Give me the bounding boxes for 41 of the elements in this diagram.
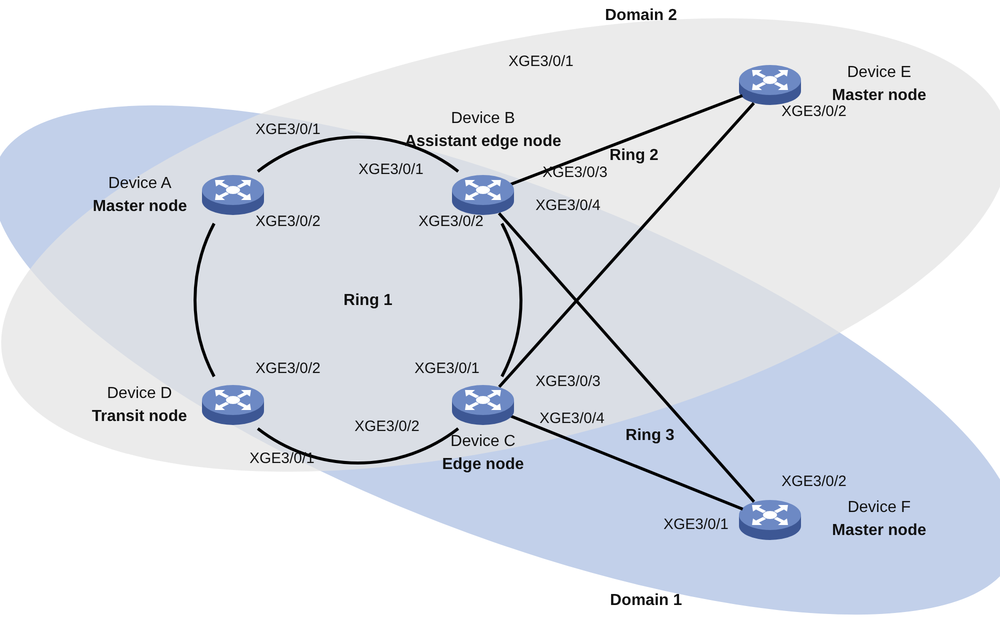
ring-label: Ring 2 <box>610 146 658 165</box>
port-label: XGE3/0/1 <box>508 53 574 71</box>
node-role: Master node <box>832 521 926 540</box>
node-role: Transit node <box>92 406 187 426</box>
link-line <box>256 136 460 173</box>
device-name: Device F <box>848 498 911 517</box>
port-label: XGE3/0/1 <box>358 161 424 179</box>
node-role: Master node <box>92 196 187 216</box>
port-label: XGE3/0/1 <box>414 360 480 378</box>
port-label: XGE3/0/2 <box>354 418 420 436</box>
node-role: Assistant edge node <box>404 132 562 151</box>
port-label: XGE3/0/1 <box>663 516 729 534</box>
link-line <box>510 94 743 186</box>
port-label: XGE3/0/1 <box>255 121 321 139</box>
port-label: XGE3/0/1 <box>249 450 315 468</box>
device-name: Device B <box>450 109 516 128</box>
port-label: XGE3/0/2 <box>418 213 484 231</box>
device-name: Device C <box>450 432 516 451</box>
link-line <box>498 212 756 503</box>
port-label: XGE3/0/3 <box>542 164 608 182</box>
device-name: Device A <box>108 174 172 192</box>
port-label: XGE3/0/2 <box>255 360 321 378</box>
device-name: Device D <box>106 384 172 402</box>
port-label: XGE3/0/2 <box>255 213 321 231</box>
domain-title: Domain 2 <box>605 6 678 25</box>
port-label: XGE3/0/4 <box>535 197 601 215</box>
port-label: XGE3/0/2 <box>781 473 847 491</box>
node-role: Master node <box>832 86 926 105</box>
node-role: Edge node <box>442 455 524 474</box>
link-line <box>498 102 755 388</box>
port-label: XGE3/0/4 <box>539 410 605 428</box>
ring-label: Ring 1 <box>344 291 392 310</box>
device-name: Device E <box>847 63 912 82</box>
port-label: XGE3/0/3 <box>535 373 601 391</box>
link-line <box>500 222 522 378</box>
port-label: XGE3/0/2 <box>781 103 847 121</box>
link-line <box>194 222 216 378</box>
link-line <box>256 427 460 464</box>
ring-label: Ring 3 <box>626 426 674 445</box>
domain-title: Domain 1 <box>610 591 682 610</box>
link-line <box>510 414 744 510</box>
